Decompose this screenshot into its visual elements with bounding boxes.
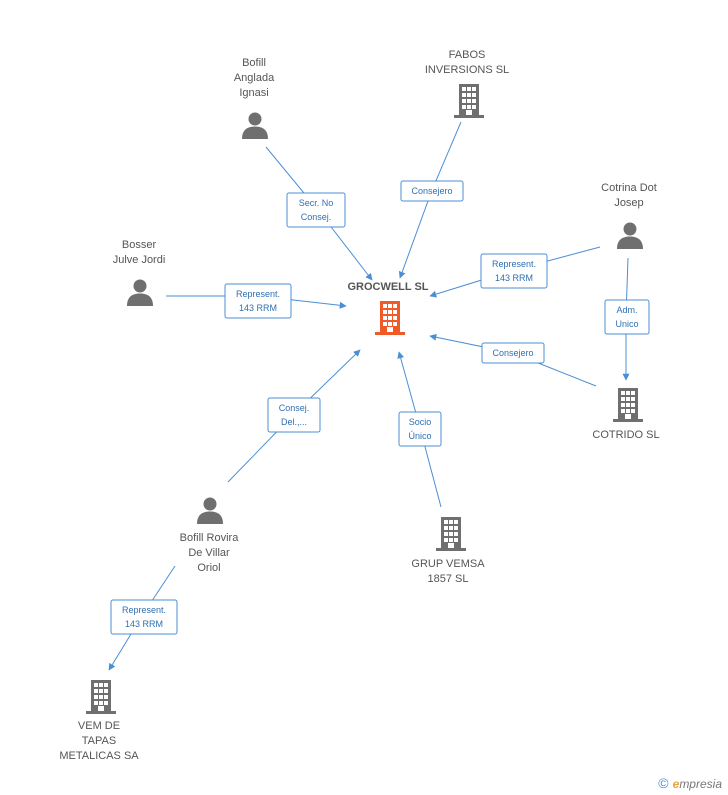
edge-label-socio-unico-line2: Único — [408, 431, 431, 441]
person-icon — [242, 112, 268, 139]
node-bofill-rovira-line2: De Villar — [188, 547, 230, 559]
node-bofill-anglada-line2: Anglada — [234, 72, 275, 84]
edge-label-consejero-fabos[interactable]: Consejero — [400, 180, 464, 202]
node-grocwell-label: GROCWELL SL — [347, 281, 428, 293]
node-bosser-line1: Bosser — [122, 239, 157, 251]
edge-label-socio-unico[interactable]: Socio Único — [398, 411, 442, 447]
node-bofill-rovira[interactable]: Bofill Rovira De Villar Oriol — [180, 497, 240, 575]
edge-label-represent-cotrina-line1: Represent. — [492, 259, 536, 269]
building-icon — [86, 680, 116, 714]
edge-label-socio-unico-line1: Socio — [409, 417, 432, 427]
node-grocwell[interactable]: GROCWELL SL — [347, 281, 429, 335]
brand-name: mpresia — [679, 777, 722, 791]
node-bofill-rovira-line3: Oriol — [197, 562, 220, 574]
edge-label-represent-vem[interactable]: Represent. 143 RRM — [110, 599, 178, 635]
node-bosser-line2: Julve Jordi — [113, 254, 166, 266]
edge-label-represent-bosser-line2: 143 RRM — [239, 303, 277, 313]
node-bofill-anglada-line1: Bofill — [242, 57, 266, 69]
node-bofill-anglada-line3: Ignasi — [239, 87, 268, 99]
edge-label-consej-del[interactable]: Consej. Del.,... — [267, 397, 321, 433]
edge-label-secr-line2: Consej. — [301, 212, 332, 222]
edges — [108, 121, 630, 671]
building-icon — [454, 84, 484, 118]
node-cotrina-line1: Cotrina Dot — [601, 182, 657, 194]
node-fabos[interactable]: FABOS INVERSIONS SL — [425, 49, 509, 118]
edge-label-consejero-fabos-line1: Consejero — [411, 186, 452, 196]
node-grup-vemsa-line1: GRUP VEMSA — [411, 558, 485, 570]
person-icon — [197, 497, 223, 524]
building-icon — [436, 517, 466, 551]
brand-watermark: ©empresia — [658, 775, 722, 791]
copyright-icon: © — [658, 775, 669, 791]
node-bofill-rovira-line1: Bofill Rovira — [180, 532, 240, 544]
node-bosser[interactable]: Bosser Julve Jordi — [113, 239, 166, 306]
node-grup-vemsa[interactable]: GRUP VEMSA 1857 SL — [411, 517, 485, 585]
edge-label-represent-cotrina[interactable]: Represent. 143 RRM — [480, 253, 548, 289]
brand-initial: e — [672, 777, 680, 791]
node-vem-tapas-line2: TAPAS — [82, 735, 116, 747]
edge-label-consejero-cotrido[interactable]: Consejero — [481, 342, 545, 364]
edge-label-adm-unico-line2: Unico — [615, 319, 638, 329]
edge-label-adm-unico-line1: Adm. — [616, 305, 637, 315]
edge-label-adm-unico[interactable]: Adm. Unico — [604, 299, 650, 335]
node-cotrido-line1: COTRIDO SL — [592, 429, 659, 441]
edge-label-consej-del-line2: Del.,... — [281, 417, 307, 427]
edge-label-represent-bosser-line1: Represent. — [236, 289, 280, 299]
edge-label-consej-del-line1: Consej. — [279, 403, 310, 413]
node-vem-tapas[interactable]: VEM DE TAPAS METALICAS SA — [59, 680, 139, 762]
building-icon — [613, 388, 643, 422]
edge-label-secr[interactable]: Secr. No Consej. — [286, 192, 346, 228]
node-cotrina-line2: Josep — [614, 197, 643, 209]
person-icon — [127, 279, 153, 306]
node-cotrina[interactable]: Cotrina Dot Josep — [601, 182, 657, 249]
person-icon — [617, 222, 643, 249]
node-vem-tapas-line3: METALICAS SA — [59, 750, 139, 762]
node-vem-tapas-line1: VEM DE — [78, 720, 120, 732]
building-icon — [375, 301, 405, 335]
edge-label-secr-line1: Secr. No — [299, 198, 334, 208]
node-fabos-line2: INVERSIONS SL — [425, 64, 509, 76]
edge-label-represent-vem-line2: 143 RRM — [125, 619, 163, 629]
edge-label-represent-bosser[interactable]: Represent. 143 RRM — [224, 283, 292, 319]
edge-label-consejero-cotrido-line1: Consejero — [492, 348, 533, 358]
edge-label-represent-vem-line1: Represent. — [122, 605, 166, 615]
node-grup-vemsa-line2: 1857 SL — [428, 573, 469, 585]
node-fabos-line1: FABOS — [449, 49, 486, 61]
node-cotrido[interactable]: COTRIDO SL — [592, 388, 660, 441]
node-bofill-anglada[interactable]: Bofill Anglada Ignasi — [234, 57, 275, 139]
edge-label-represent-cotrina-line2: 143 RRM — [495, 273, 533, 283]
